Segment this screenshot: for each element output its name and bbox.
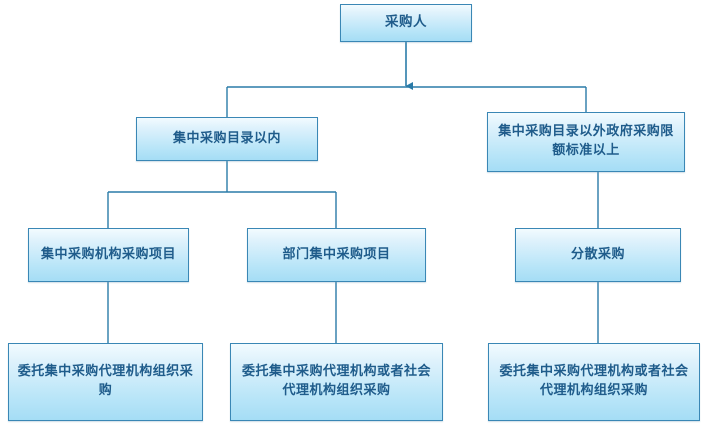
node-inside-catalog-label: 集中采购目录以内 bbox=[172, 130, 281, 146]
node-entrust-centralized-agency-label: 委托集中采购代理机构组织采购 bbox=[17, 364, 194, 398]
node-root[interactable]: 采购人 bbox=[340, 4, 472, 42]
node-inside-catalog[interactable]: 集中采购目录以内 bbox=[136, 117, 318, 161]
node-entrust-agency-1-label: 委托集中采购代理机构或者社会代理机构组织采购 bbox=[241, 364, 431, 398]
node-outside-catalog-label: 集中采购目录以外政府采购限额标准以上 bbox=[498, 124, 674, 158]
node-decentralized-procurement[interactable]: 分散采购 bbox=[515, 228, 681, 282]
node-entrust-agency-2-label: 委托集中采购代理机构或者社会代理机构组织采购 bbox=[499, 364, 689, 398]
node-centralized-agency-project[interactable]: 集中采购机构采购项目 bbox=[28, 228, 189, 282]
node-decentralized-procurement-label: 分散采购 bbox=[570, 246, 625, 262]
node-entrust-centralized-agency[interactable]: 委托集中采购代理机构组织采购 bbox=[8, 343, 203, 421]
node-centralized-agency-project-label: 集中采购机构采购项目 bbox=[40, 246, 176, 262]
node-outside-catalog[interactable]: 集中采购目录以外政府采购限额标准以上 bbox=[487, 112, 685, 172]
node-department-centralized-project-label: 部门集中采购项目 bbox=[282, 246, 391, 262]
node-department-centralized-project[interactable]: 部门集中采购项目 bbox=[247, 228, 426, 282]
node-root-label: 采购人 bbox=[385, 14, 427, 31]
node-entrust-agency-2[interactable]: 委托集中采购代理机构或者社会代理机构组织采购 bbox=[488, 343, 700, 421]
node-entrust-agency-1[interactable]: 委托集中采购代理机构或者社会代理机构组织采购 bbox=[230, 343, 443, 421]
